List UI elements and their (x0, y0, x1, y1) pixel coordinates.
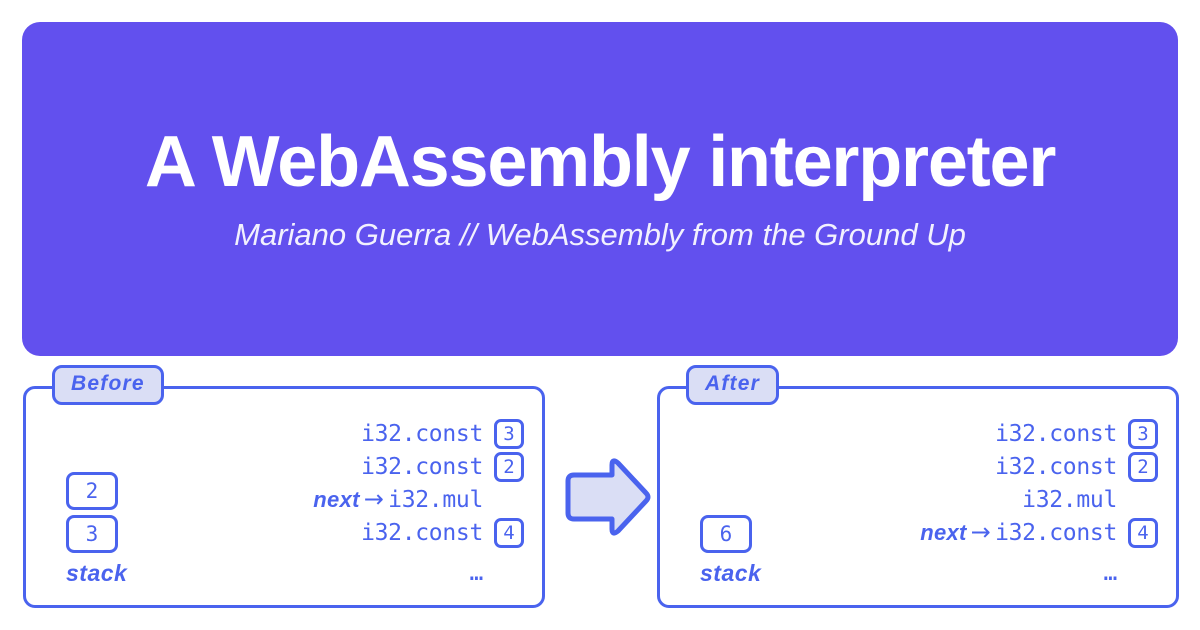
panel-body-after: 6 stack next → i32.const 3 next → (660, 389, 1176, 605)
code-immediate-box: 4 (494, 517, 524, 548)
code-immediate-box: 2 (1128, 451, 1158, 482)
panel-after: After 6 stack next → i32.const 3 next (657, 365, 1179, 608)
code-immediate-box: 3 (1128, 418, 1158, 449)
next-marker: next → (920, 520, 991, 546)
code-line-current: next → i32.const 4 (920, 516, 1158, 549)
code-line: next → i32.mul (947, 483, 1158, 516)
code-instruction: i32.const (995, 453, 1117, 480)
panel-before: Before 2 3 stack next → i32.const 3 (23, 365, 545, 608)
transition-arrow (562, 455, 652, 539)
code-immediate-box (494, 485, 524, 515)
next-arrow-icon: → (363, 484, 385, 513)
before-after-diagram: Before 2 3 stack next → i32.const 3 (0, 360, 1200, 630)
code-listing-after: next → i32.const 3 next → i32.const 2 (920, 417, 1158, 590)
next-marker-label: next (920, 519, 967, 545)
code-ellipsis: … (469, 559, 483, 586)
next-marker-label: next (313, 486, 360, 512)
code-line: next → i32.const 2 (920, 450, 1158, 483)
code-line: next → i32.const 2 (286, 450, 524, 483)
code-line-current: next → i32.mul (313, 483, 524, 516)
stack-column-after: 6 stack (700, 515, 761, 587)
panel-tab-before: Before (52, 365, 164, 406)
code-instruction: i32.const (361, 420, 483, 447)
title-card: A WebAssembly interpreter Mariano Guerra… (22, 22, 1178, 356)
page-title: A WebAssembly interpreter (144, 121, 1056, 202)
stack-cell: 3 (66, 515, 118, 553)
stack-column-before: 2 3 stack (66, 472, 127, 587)
code-instruction: i32.mul (1022, 486, 1117, 513)
code-listing-before: next → i32.const 3 next → i32.const 2 (286, 417, 524, 590)
code-ellipsis-line: … (1103, 557, 1158, 590)
stack-label: stack (700, 560, 762, 586)
code-line: next → i32.const 4 (286, 516, 524, 549)
stack-cell: 2 (66, 472, 118, 510)
code-immediate-box (1128, 485, 1158, 515)
code-instruction: i32.const (995, 519, 1117, 546)
code-line: next → i32.const 3 (286, 417, 524, 450)
code-instruction: i32.const (361, 519, 483, 546)
panel-tab-after: After (686, 365, 780, 406)
code-ellipsis-line: … (469, 557, 524, 590)
code-instruction: i32.const (361, 453, 483, 480)
stack-label: stack (66, 560, 128, 586)
right-block-arrow-icon (565, 458, 651, 536)
next-marker: next → (313, 487, 384, 513)
panel-body-before: 2 3 stack next → i32.const 3 next → (26, 389, 542, 605)
code-immediate-box: 3 (494, 418, 524, 449)
code-line: next → i32.const 3 (920, 417, 1158, 450)
code-instruction: i32.mul (388, 486, 483, 513)
code-ellipsis: … (1103, 559, 1117, 586)
code-instruction: i32.const (995, 420, 1117, 447)
stack-cell: 6 (700, 515, 752, 553)
code-immediate-box: 4 (1128, 517, 1158, 548)
page-subtitle: Mariano Guerra // WebAssembly from the G… (234, 217, 966, 253)
next-arrow-icon: → (970, 517, 992, 546)
code-immediate-box: 2 (494, 451, 524, 482)
